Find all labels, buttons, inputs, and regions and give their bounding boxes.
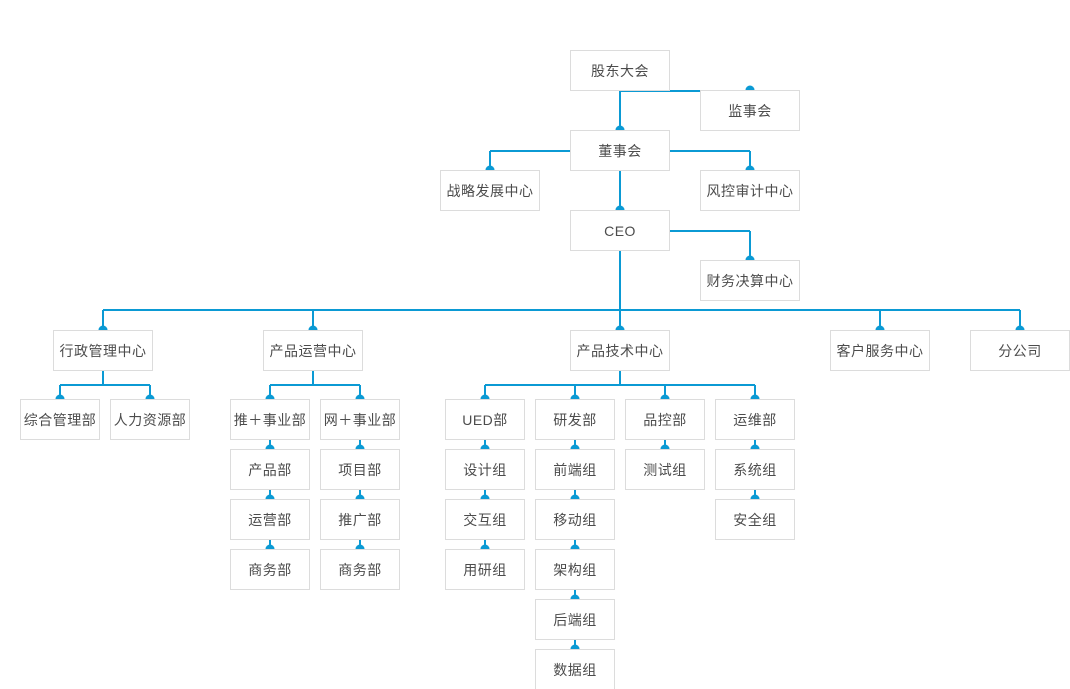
org-node-label: 客户服务中心 (836, 342, 924, 359)
org-node-label: 架构组 (553, 561, 597, 578)
org-node-design-group[interactable]: 设计组 (445, 449, 525, 490)
org-node-label: 后端组 (553, 611, 597, 628)
org-node-label: 商务部 (338, 561, 382, 578)
org-node-label: 研发部 (553, 411, 597, 428)
org-node-label: 用研组 (463, 561, 507, 578)
org-node-wang-bu[interactable]: 网＋事业部 (320, 399, 400, 440)
org-node-ops-dept[interactable]: 运营部 (230, 499, 310, 540)
org-node-product-dept[interactable]: 产品部 (230, 449, 310, 490)
org-node-label: 人力资源部 (113, 411, 187, 428)
org-node-label: 推广部 (338, 511, 382, 528)
org-node-label: 行政管理中心 (59, 342, 147, 359)
org-node-ur-group[interactable]: 用研组 (445, 549, 525, 590)
org-node-label: 推＋事业部 (233, 411, 307, 428)
org-node-label: 交互组 (463, 511, 507, 528)
org-node-customer[interactable]: 客户服务中心 (830, 330, 930, 371)
org-node-supervisors[interactable]: 监事会 (700, 90, 800, 131)
org-node-backend[interactable]: 后端组 (535, 599, 615, 640)
org-node-label: 项目部 (338, 461, 382, 478)
org-node-label: 移动组 (553, 511, 597, 528)
org-node-general-mgmt[interactable]: 综合管理部 (20, 399, 100, 440)
org-node-strategy[interactable]: 战略发展中心 (440, 170, 540, 211)
org-node-promo-dept[interactable]: 推广部 (320, 499, 400, 540)
org-node-label: 综合管理部 (23, 411, 97, 428)
org-node-label: 产品运营中心 (269, 342, 357, 359)
org-node-branch[interactable]: 分公司 (970, 330, 1070, 371)
org-node-label: 品控部 (643, 411, 687, 428)
org-node-label: 股东大会 (591, 62, 649, 79)
org-node-prodtech[interactable]: 产品技术中心 (570, 330, 670, 371)
org-node-label: CEO (604, 222, 636, 239)
org-node-label: 财务决算中心 (706, 272, 794, 289)
org-node-label: 商务部 (248, 561, 292, 578)
org-node-label: 董事会 (598, 142, 642, 159)
org-node-biz-dept-2[interactable]: 商务部 (320, 549, 400, 590)
org-node-tui-bu[interactable]: 推＋事业部 (230, 399, 310, 440)
org-node-label: 网＋事业部 (323, 411, 397, 428)
org-node-ix-group[interactable]: 交互组 (445, 499, 525, 540)
org-node-label: 分公司 (998, 342, 1042, 359)
org-node-biz-dept-1[interactable]: 商务部 (230, 549, 310, 590)
org-node-label: 产品部 (248, 461, 292, 478)
org-node-label: 风控审计中心 (706, 182, 794, 199)
org-node-label: 运营部 (248, 511, 292, 528)
org-node-admin[interactable]: 行政管理中心 (53, 330, 153, 371)
org-node-riskaudit[interactable]: 风控审计中心 (700, 170, 800, 211)
org-node-label: 前端组 (553, 461, 597, 478)
org-node-finance[interactable]: 财务决算中心 (700, 260, 800, 301)
org-node-ued[interactable]: UED部 (445, 399, 525, 440)
org-node-security[interactable]: 安全组 (715, 499, 795, 540)
org-node-sys-group[interactable]: 系统组 (715, 449, 795, 490)
org-node-qa-dept[interactable]: 品控部 (625, 399, 705, 440)
org-node-project-dept[interactable]: 项目部 (320, 449, 400, 490)
org-node-shareholders[interactable]: 股东大会 (570, 50, 670, 91)
org-node-label: 系统组 (733, 461, 777, 478)
org-node-mobile[interactable]: 移动组 (535, 499, 615, 540)
org-node-label: 产品技术中心 (576, 342, 664, 359)
org-node-ops-tech[interactable]: 运维部 (715, 399, 795, 440)
org-node-rnd[interactable]: 研发部 (535, 399, 615, 440)
org-node-label: 测试组 (643, 461, 687, 478)
org-node-label: UED部 (462, 411, 508, 428)
org-node-label: 运维部 (733, 411, 777, 428)
org-node-test-group[interactable]: 测试组 (625, 449, 705, 490)
org-node-hr[interactable]: 人力资源部 (110, 399, 190, 440)
org-node-label: 设计组 (463, 461, 507, 478)
org-node-prodops[interactable]: 产品运营中心 (263, 330, 363, 371)
org-node-ceo[interactable]: CEO (570, 210, 670, 251)
org-node-label: 安全组 (733, 511, 777, 528)
org-node-label: 数据组 (553, 661, 597, 678)
org-node-label: 战略发展中心 (446, 182, 534, 199)
org-node-board[interactable]: 董事会 (570, 130, 670, 171)
org-node-data-group[interactable]: 数据组 (535, 649, 615, 689)
org-node-frontend[interactable]: 前端组 (535, 449, 615, 490)
org-node-arch[interactable]: 架构组 (535, 549, 615, 590)
org-node-label: 监事会 (728, 102, 772, 119)
